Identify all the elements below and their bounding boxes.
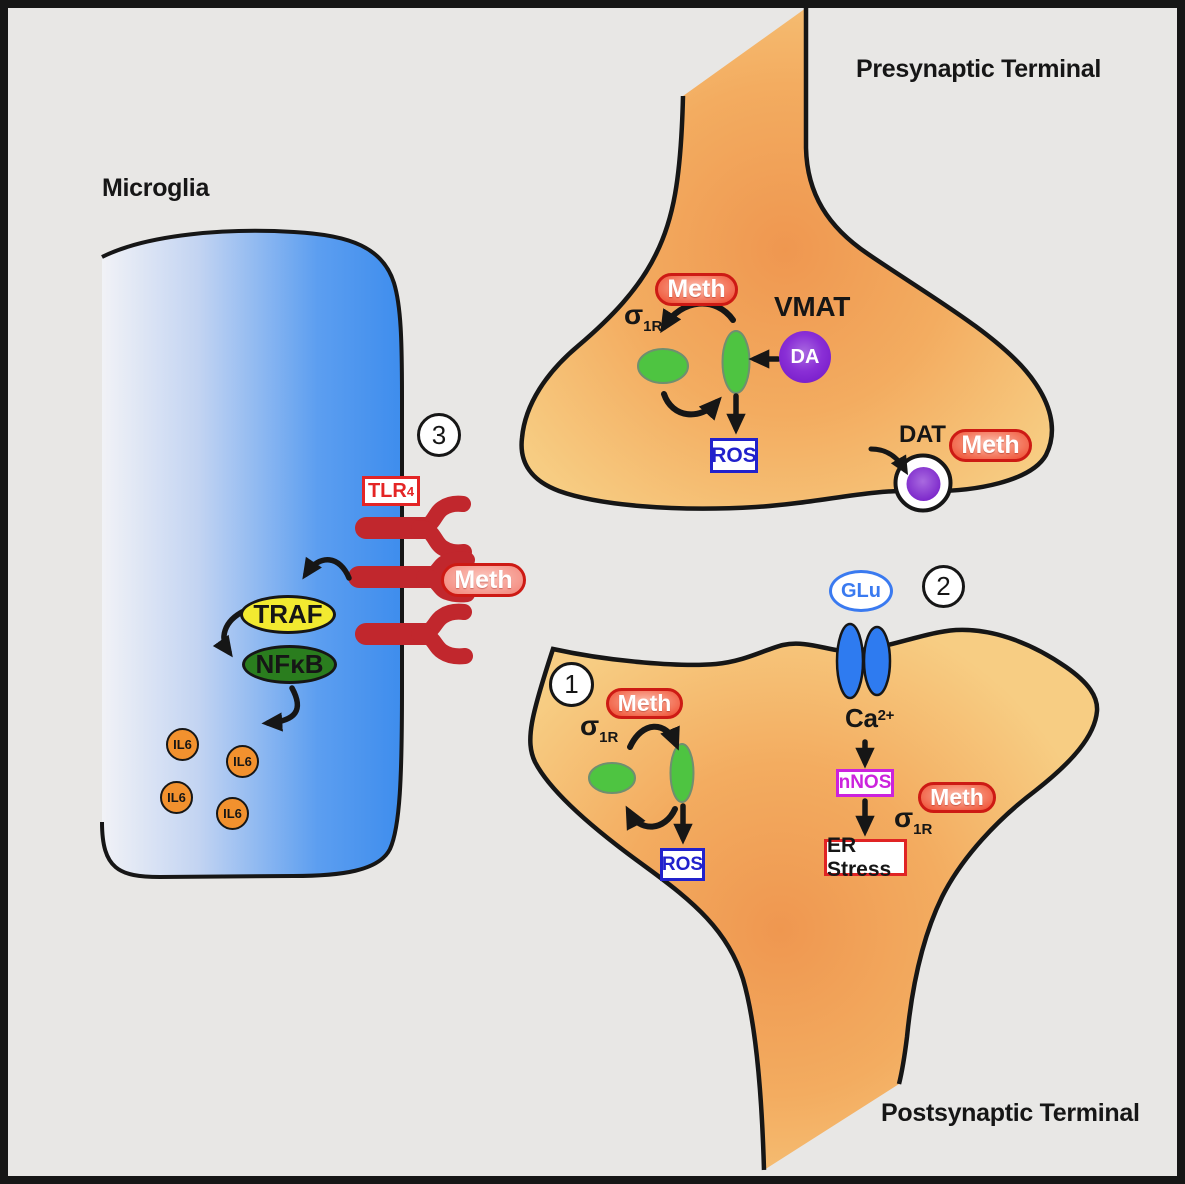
microglia-title: Microglia	[102, 174, 210, 202]
glutamate-channel	[835, 622, 892, 700]
er-stress-box: ER Stress	[824, 834, 907, 881]
nfkb-protein: NFκB	[242, 645, 337, 684]
sigma-glyph: σ	[894, 802, 914, 833]
vmat-label: VMAT	[774, 291, 851, 322]
dat-transporter	[893, 453, 953, 513]
sigma-subscript: 1R	[599, 729, 619, 746]
step-badge-2: 2	[922, 565, 965, 608]
tlr4-subscript: 4	[406, 483, 415, 499]
tlr4-label: TLR	[367, 479, 407, 502]
glutamate-molecule: GLu	[829, 570, 893, 612]
il6-molecule: IL6	[226, 745, 259, 778]
il6-molecule: IL6	[166, 728, 199, 761]
sigma-glyph: σ	[624, 299, 644, 330]
sigma-glyph: σ	[580, 710, 600, 741]
arrow-icon-postsyn-cycle-upper	[627, 723, 680, 751]
ca-superscript: 2+	[877, 707, 895, 724]
presynaptic-body	[521, 8, 1052, 509]
sigma1r-label-postsynaptic-left: σ1R	[580, 710, 618, 746]
arrow-icon-tlr4-to-traf	[302, 556, 352, 581]
microglia-membrane	[100, 228, 404, 880]
postsynaptic-membrane	[528, 627, 1100, 1171]
sigma-subscript: 1R	[643, 318, 663, 335]
arrow-icon-presyn-cycle-lower	[661, 391, 722, 421]
postsynaptic-title: Postsynaptic Terminal	[881, 1099, 1140, 1127]
presynaptic-title: Presynaptic Terminal	[856, 55, 1102, 83]
ros-box-presynaptic: ROS	[710, 438, 758, 473]
ros-box-postsynaptic: ROS	[660, 848, 705, 881]
arrow-icon-dat-uptake	[868, 446, 909, 476]
presynaptic-membrane	[519, 8, 1055, 511]
sigma1r-label-presynaptic: σ1R	[624, 299, 662, 335]
postsynaptic-vesicle-vertical	[669, 743, 695, 803]
il6-molecule: IL6	[216, 797, 249, 830]
meth-pill-tlr4: Meth	[441, 563, 526, 597]
sigma-subscript: 1R	[913, 821, 933, 838]
ca-text: Ca	[845, 703, 878, 733]
presynaptic-vesicle-vertical	[721, 330, 751, 394]
arrow-icon-traf-to-nfkb	[212, 608, 247, 658]
meth-pill-dat: Meth	[949, 429, 1032, 462]
arrow-icon-nfkb-to-il6	[261, 685, 301, 732]
traf-protein: TRAF	[240, 595, 336, 634]
dat-label: DAT	[899, 421, 946, 448]
postsynaptic-vesicle-horizontal	[588, 762, 636, 794]
microglia-body	[102, 230, 402, 877]
il6-molecule: IL6	[160, 781, 193, 814]
meth-pill-postsynaptic-right: Meth	[918, 782, 996, 813]
meth-pill-postsynaptic-left: Meth	[606, 688, 683, 719]
step-badge-3: 3	[417, 413, 461, 457]
arrow-icon-postsyn-cycle-lower	[625, 805, 678, 831]
calcium-label: Ca2+	[845, 703, 894, 734]
sigma1r-label-postsynaptic-right: σ1R	[894, 802, 932, 838]
nnos-box: nNOS	[836, 769, 894, 797]
microglia-cell	[100, 228, 404, 880]
dopamine-molecule: DA	[779, 331, 831, 383]
tlr4-receptor-bottom	[355, 603, 473, 665]
presynaptic-vesicle-horizontal	[637, 348, 689, 384]
meth-pill-presynaptic: Meth	[655, 273, 738, 306]
step-badge-1: 1	[549, 662, 594, 707]
presynaptic-cell	[519, 8, 1055, 511]
